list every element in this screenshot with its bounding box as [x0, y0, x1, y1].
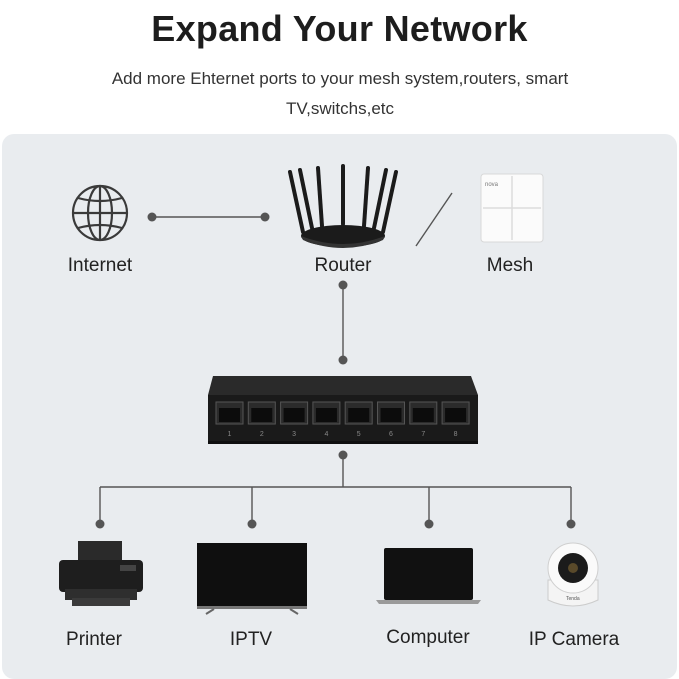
switch-port-number: 8 [454, 431, 458, 438]
dot-camera [566, 519, 576, 529]
switch-port-jack [219, 408, 240, 422]
dot-router-left [260, 212, 270, 222]
camera-brand-text: Tenda [566, 596, 580, 602]
laptop-icon [376, 548, 481, 604]
connector-dots [95, 212, 576, 529]
dot-iptv [247, 519, 257, 529]
mesh-label: Mesh [486, 255, 534, 276]
switch-port-number: 6 [389, 431, 393, 438]
switch-port-jack [445, 408, 467, 422]
ip-camera-label: IP Camera [528, 629, 620, 650]
dot-switch-top [338, 355, 348, 365]
switch-port-number: 7 [421, 431, 425, 438]
printer-label: Printer [66, 629, 122, 650]
page-title: Expand Your Network [151, 8, 528, 49]
router-mesh-link [415, 192, 453, 247]
switch-port-jack [315, 408, 337, 422]
dot-switch-bottom [338, 450, 348, 460]
switch-port-number: 5 [357, 431, 361, 438]
dot-printer [95, 519, 105, 529]
connector-lines [99, 192, 572, 524]
switch-port-number: 1 [228, 431, 232, 438]
subtitle-line-1: Add more Ehternet ports to your mesh sys… [111, 69, 569, 88]
switch-ports: 1 2 3 4 5 6 7 8 [215, 401, 470, 438]
switch-port-jack [251, 408, 273, 422]
switch-port-number: 3 [292, 431, 296, 438]
dot-internet [147, 212, 157, 222]
router-label: Router [314, 255, 372, 276]
internet-label: Internet [67, 255, 133, 276]
mesh-brand-text: nova [485, 182, 499, 188]
computer-label: Computer [386, 627, 470, 648]
switch-port-jack [380, 408, 402, 422]
switch-port-jack [283, 408, 305, 422]
switch-port-jack [348, 408, 370, 422]
dot-router-bottom [338, 280, 348, 290]
switch-port-number: 4 [324, 431, 328, 438]
globe-icon [71, 184, 129, 242]
mesh-icon: nova [480, 173, 544, 243]
network-switch-icon: 1 2 3 4 5 6 7 8 [208, 376, 478, 444]
router-icon [288, 164, 398, 248]
switch-port-number: 2 [260, 431, 264, 438]
printer-icon [59, 541, 143, 606]
page-subtitle: Add more Ehternet ports to your mesh sys… [60, 64, 620, 124]
subtitle-line-2: TV,switchs,etc [285, 99, 395, 118]
tv-icon [197, 543, 307, 615]
dot-computer [424, 519, 434, 529]
iptv-label: IPTV [229, 629, 273, 650]
camera-icon: Tenda [547, 542, 599, 607]
switch-port-jack [412, 408, 434, 422]
